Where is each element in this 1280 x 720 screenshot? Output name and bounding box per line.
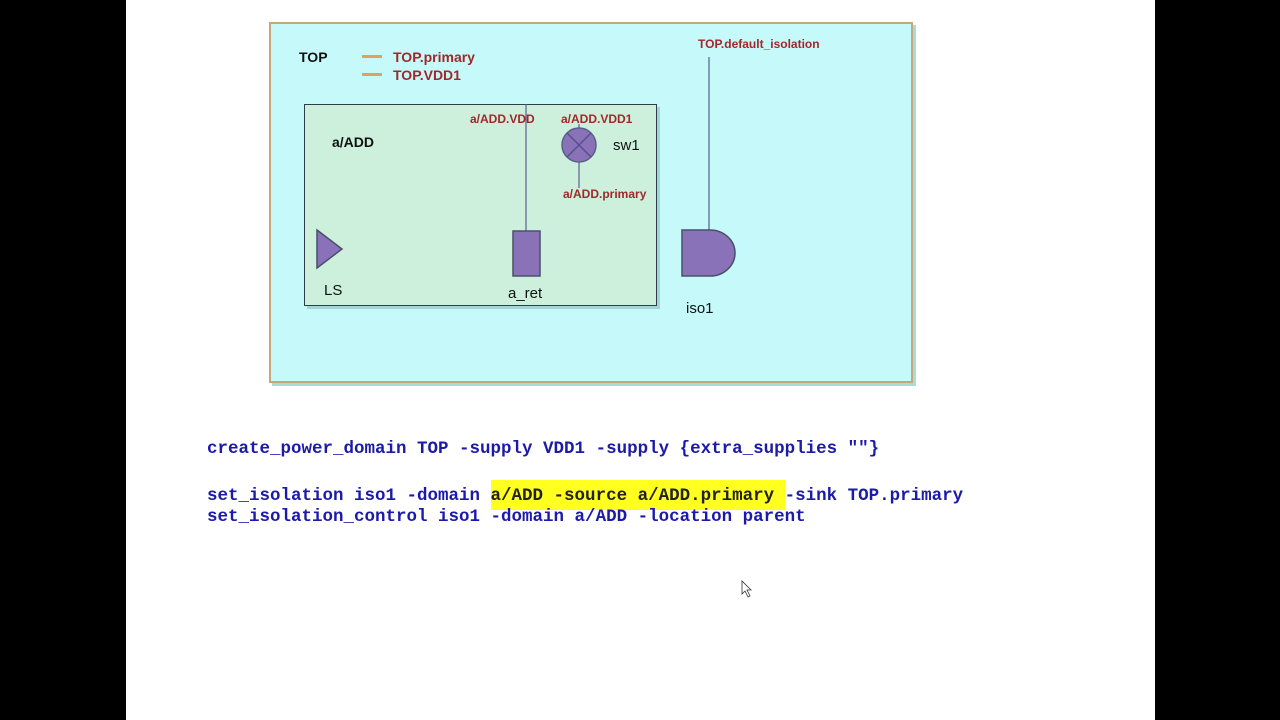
switch-cell-icon <box>561 127 597 163</box>
isolation-label: iso1 <box>686 300 714 317</box>
supply-line-icon <box>362 73 382 76</box>
level-shifter-label: LS <box>324 282 343 299</box>
add-vdd1-label: a/ADD.VDD1 <box>561 112 633 126</box>
add-vdd-label: a/ADD.VDD <box>470 112 535 126</box>
code-line-set-isolation-control: set_isolation_control iso1 -domain a/ADD… <box>207 507 806 527</box>
top-primary-supply-label: TOP.primary <box>393 49 475 65</box>
code-line-set-isolation: set_isolation iso1 -domain a/ADD -source… <box>207 480 964 510</box>
mouse-cursor-icon <box>741 580 752 598</box>
retention-label: a_ret <box>508 285 543 302</box>
default-isolation-label: TOP.default_isolation <box>698 37 820 51</box>
code-line-create-power-domain: create_power_domain TOP -supply VDD1 -su… <box>207 439 880 459</box>
add-domain-label: a/ADD <box>332 134 375 150</box>
code-segment: -sink TOP.primary <box>784 486 964 506</box>
isolation-cell-icon <box>681 229 736 277</box>
supply-line-icon <box>362 55 382 58</box>
retention-cell-icon <box>512 230 541 277</box>
add-power-domain-box <box>304 104 657 306</box>
top-vdd1-supply-label: TOP.VDD1 <box>393 67 461 83</box>
top-domain-label: TOP <box>299 49 328 65</box>
highlighted-code-segment: a/ADD -source a/ADD.primary <box>490 480 785 510</box>
level-shifter-icon <box>316 228 344 270</box>
switch-label: sw1 <box>613 137 640 154</box>
add-primary-label: a/ADD.primary <box>563 187 647 201</box>
code-segment: set_isolation iso1 -domain <box>207 486 491 506</box>
